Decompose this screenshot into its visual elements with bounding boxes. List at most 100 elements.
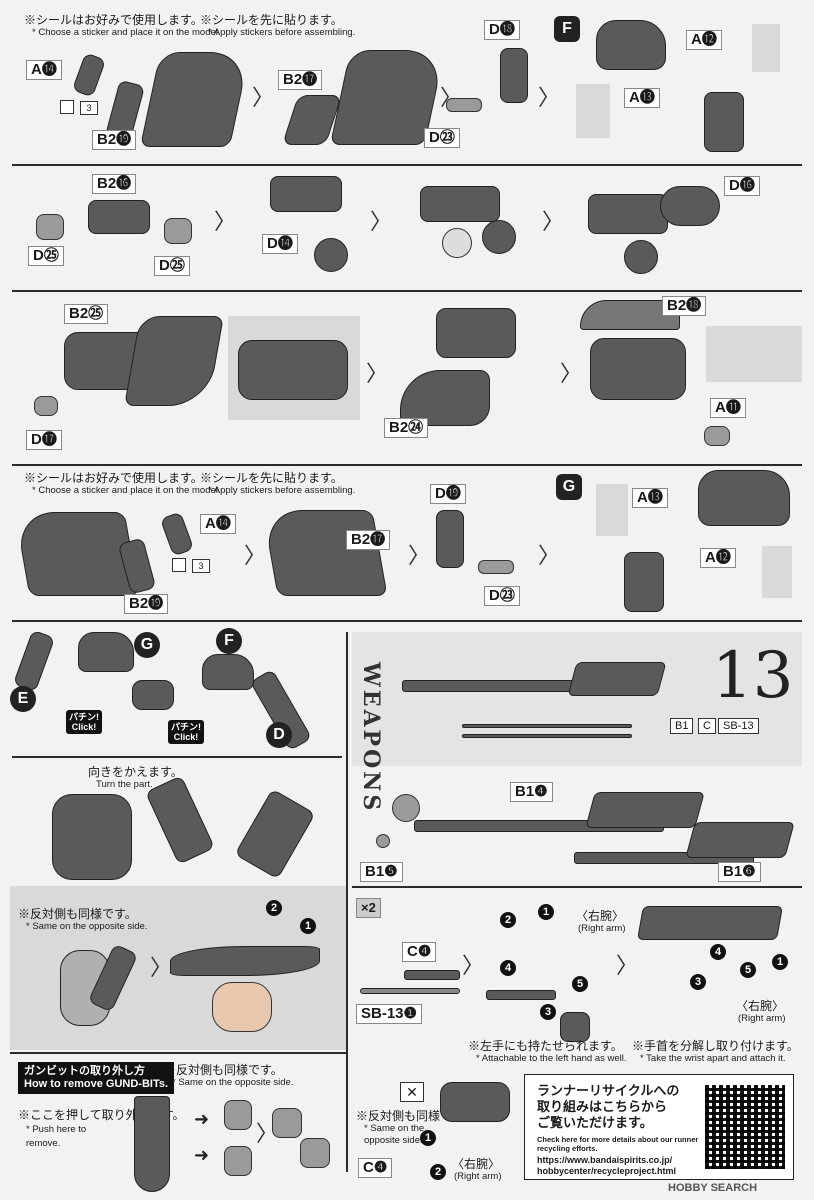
- section-marker-f: F: [554, 16, 580, 42]
- part-label-d14: D⓮: [262, 234, 298, 254]
- stick-part-shape: [462, 724, 632, 728]
- part-label-b2-19-2: B2⓳: [124, 594, 169, 614]
- part-d25-left-shape: [36, 214, 64, 240]
- part-d18-shape: [500, 48, 528, 103]
- column-divider: [346, 632, 348, 1172]
- ghost-part-shape: [442, 228, 472, 258]
- part-label-a11: A⓫: [710, 398, 746, 418]
- left-hand-note: ※左手にも持たせられます。 * Attachable to the left h…: [468, 1039, 627, 1064]
- quantity-x2: ×2: [356, 898, 381, 918]
- step-2-marker: 2: [500, 912, 516, 928]
- step-arrow: 〉: [538, 86, 561, 111]
- hand-part-shape: [560, 1012, 590, 1042]
- recycle-heading: ランナーリサイクルへの 取り組みはこちらから ご覧いただけます。: [537, 1083, 680, 1130]
- part-label-a13: A⓭: [624, 88, 660, 108]
- step-arrow: 〉: [214, 210, 237, 235]
- part-a11-shape: [704, 426, 730, 446]
- step-arrow: 〉: [370, 210, 393, 235]
- section-marker-e: E: [10, 686, 36, 712]
- row-divider: [12, 756, 342, 758]
- step-arrow: 〉: [538, 544, 561, 569]
- watermark-text: HOBBY SEARCH: [668, 1182, 758, 1194]
- part-d25-right-shape: [164, 218, 192, 244]
- step-arrow: 〉: [408, 544, 431, 569]
- assembled-part-shape: [588, 194, 668, 234]
- part-d19-shape: [436, 510, 464, 568]
- detail-view-box: [706, 326, 802, 382]
- sticker-icon-2: [172, 558, 186, 572]
- part-b1-5-shape: [376, 834, 390, 848]
- part-b1-5-detail: [392, 794, 420, 822]
- part-label-b2-16: B2⓰: [92, 174, 137, 194]
- removal-arrow-2: ➜: [194, 1145, 210, 1165]
- head-part-shape: [596, 20, 666, 70]
- part-label-d19: D⓳: [430, 484, 466, 504]
- ghost-body-shape: [60, 950, 110, 1026]
- row-divider: [12, 620, 802, 622]
- recycle-url[interactable]: https://www.bandaispirits.co.jp/ hobbyce…: [537, 1155, 677, 1176]
- step-4-marker: 4: [500, 960, 516, 976]
- part-label-b2-25: B2㉕: [64, 304, 109, 324]
- bit-wing-shape: [170, 946, 320, 976]
- step-arrow: 〉: [542, 210, 565, 235]
- sticker-optional-note: ※シールはお好みで使用します。 * Choose a sticker and p…: [24, 13, 221, 38]
- wheel-part-shape: [624, 240, 658, 274]
- step-arrow: 〉: [462, 954, 485, 979]
- part-label-sb13-1: SB-13❶: [356, 1004, 422, 1024]
- detail-view-box: [752, 24, 780, 72]
- part-label-a14: A⓮: [26, 60, 62, 80]
- part-c4-shape: [404, 970, 460, 980]
- robot-body-shape: [52, 794, 132, 880]
- step-5-marker: 5: [572, 976, 588, 992]
- step-3-marker: 3: [540, 1004, 556, 1020]
- part-label-b1-5: B1❺: [360, 862, 403, 882]
- part-label-d25-right: D㉕: [154, 256, 190, 276]
- recycle-text: Check here for more details about our ru…: [537, 1135, 699, 1153]
- step-arrow: 〉: [560, 362, 583, 387]
- part-b2-16-shape: [88, 200, 150, 234]
- recycle-info-box: ランナーリサイクルへの 取り組みはこちらから ご覧いただけます。 Check h…: [524, 1074, 794, 1180]
- step-1-marker: 1: [538, 904, 554, 920]
- part-label-b1-6: B1❻: [718, 862, 761, 882]
- step-arrow: 〉: [150, 956, 173, 981]
- sticker-first-note-2: ※シールを先に貼ります。 * Apply stickers before ass…: [200, 471, 356, 496]
- part-label-a12: A⓬: [686, 30, 722, 50]
- click-label-2: パチン! Click!: [168, 720, 204, 744]
- turn-part-note: 向きをかえます。 Turn the part.: [88, 765, 183, 790]
- weapons-title: WEAPONS: [358, 662, 384, 814]
- part-label-a12-2: A⓬: [700, 548, 736, 568]
- hand-swap-icon: ✕: [400, 1082, 424, 1102]
- part-label-d25-left: D㉕: [28, 246, 64, 266]
- stick-part-shape-2: [462, 734, 632, 738]
- part-d14-shape: [314, 238, 348, 272]
- part-label-b2-17-2: B2⓱: [346, 530, 391, 550]
- part-label-d23: D㉓: [424, 128, 460, 148]
- part-d23-shape-2: [478, 560, 514, 574]
- step-arrow: 〉: [244, 544, 267, 569]
- part-a14-shape: [71, 52, 107, 98]
- head-g-shape: [78, 632, 134, 672]
- step-2-marker-lower: 2: [266, 900, 282, 916]
- claw-part-shape: [124, 316, 224, 406]
- step-5-marker-2: 5: [740, 962, 756, 978]
- ghost-arm-shape: [212, 982, 272, 1032]
- section-marker-d: D: [266, 722, 292, 748]
- right-arm-label-3: 〈右腕〉 (Right arm): [452, 1157, 502, 1182]
- weapons-panel: WEAPONS 13 B1 C SB-13: [352, 632, 802, 813]
- part-label-c4: C❹: [402, 942, 437, 962]
- detail-part-shape: [238, 340, 348, 400]
- step-4-marker-2: 4: [710, 944, 726, 960]
- step-arrow: 〉: [252, 86, 275, 111]
- runner-sb13: SB-13: [718, 718, 759, 734]
- part-label-d18: D⓲: [484, 20, 520, 40]
- part-b2-24-shape: [400, 370, 490, 426]
- leg-part-shape-4: [262, 510, 388, 596]
- qr-code[interactable]: [705, 1085, 785, 1169]
- removed-part-shape-2: [224, 1146, 252, 1176]
- runner-b1: B1: [670, 718, 694, 734]
- step-1-marker-2: 1: [772, 954, 788, 970]
- body-joint-shape: [132, 680, 174, 710]
- detail-view-box: [576, 84, 610, 138]
- part-label-d23-2: D㉓: [484, 586, 520, 606]
